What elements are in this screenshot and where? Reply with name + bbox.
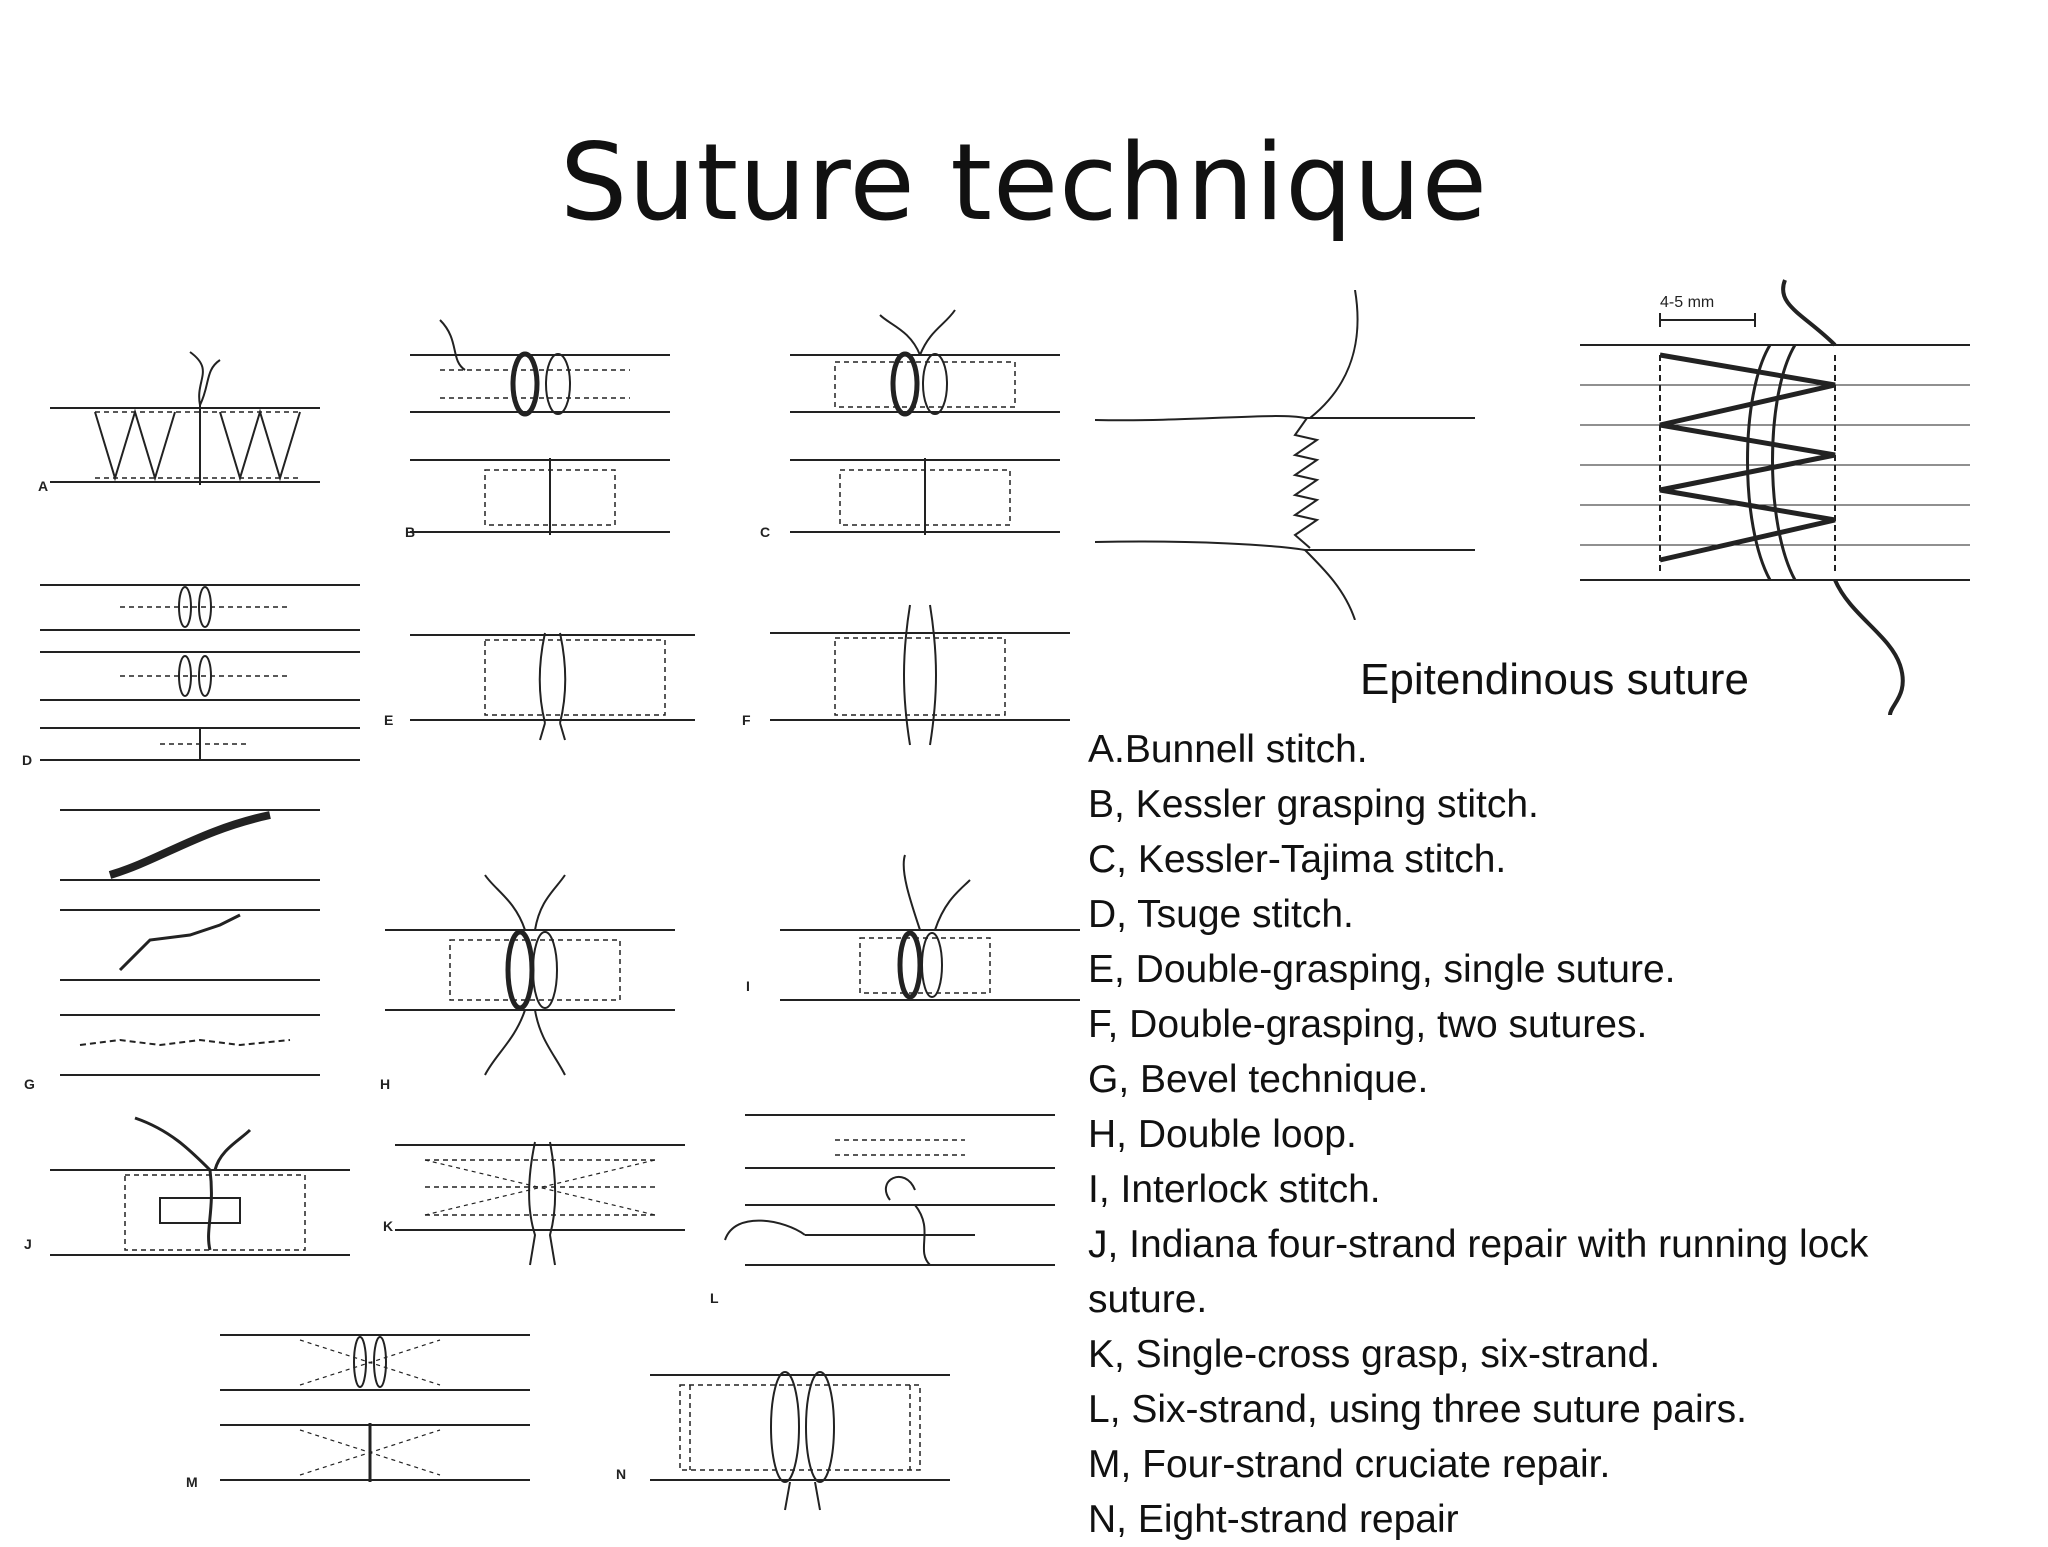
figure-label-i: I xyxy=(746,978,750,994)
legend-item: C, Kessler-Tajima stitch. xyxy=(1088,838,1507,881)
figure-i xyxy=(770,850,1090,1030)
figure-d xyxy=(30,560,370,770)
slide-title: Suture technique xyxy=(560,121,1488,244)
epitendinous-suture-drawing xyxy=(1095,290,1475,620)
figure-label-m: M xyxy=(186,1474,198,1490)
legend-item: F, Double-grasping, two sutures. xyxy=(1088,1003,1648,1046)
figure-f-drawing xyxy=(770,604,1070,746)
figure-h-drawing xyxy=(385,874,675,1076)
figure-a xyxy=(30,350,330,500)
legend-item: E, Double-grasping, single suture. xyxy=(1088,948,1676,991)
figure-label-c: C xyxy=(760,524,771,540)
figure-l xyxy=(715,1100,1065,1280)
figure-label-h: H xyxy=(380,1076,391,1092)
legend-item: M, Four-strand cruciate repair. xyxy=(1088,1443,1611,1486)
epitendinous-caption: Epitendinous suture xyxy=(1360,655,1749,704)
figure-c xyxy=(780,300,1070,550)
epitendinous-suture-detail: 4-5 mm xyxy=(1560,275,1980,715)
figure-m xyxy=(210,1320,540,1490)
legend-item: A.Bunnell stitch. xyxy=(1088,728,1368,771)
legend-item: G, Bevel technique. xyxy=(1088,1058,1429,1101)
figure-label-a: A xyxy=(38,478,49,494)
legend-item: I, Interlock stitch. xyxy=(1088,1168,1381,1211)
figure-label-j: J xyxy=(24,1236,32,1252)
figure-a-drawing xyxy=(50,351,320,485)
figure-c-drawing xyxy=(790,309,1060,535)
figure-b-drawing xyxy=(410,319,670,535)
figure-e xyxy=(400,605,700,745)
figure-label-g: G xyxy=(24,1076,35,1092)
figure-h xyxy=(375,870,685,1080)
legend-item: H, Double loop. xyxy=(1088,1113,1357,1156)
figure-label-f: F xyxy=(742,712,751,728)
legend-item: K, Single-cross grasp, six-strand. xyxy=(1088,1333,1661,1376)
figure-label-b: B xyxy=(405,524,416,540)
measure-label: 4-5 mm xyxy=(1660,294,1714,311)
figure-label-e: E xyxy=(384,712,394,728)
epitendinous-suture-detail-drawing: 4-5 mm xyxy=(1580,279,1970,715)
figure-n xyxy=(640,1350,960,1520)
legend-item: B, Kessler grasping stitch. xyxy=(1088,783,1539,826)
figure-j xyxy=(40,1110,360,1270)
figure-g xyxy=(40,790,330,1090)
figure-i-drawing xyxy=(780,854,1080,1001)
figure-g-drawing xyxy=(60,809,320,1076)
figure-d-drawing xyxy=(40,584,360,761)
epitendinous-suture-figure xyxy=(1095,290,1495,620)
figure-e-drawing xyxy=(410,632,695,741)
legend-item: D, Tsuge stitch. xyxy=(1088,893,1354,936)
figure-n-drawing xyxy=(650,1371,950,1511)
legend-item: L, Six-strand, using three suture pairs. xyxy=(1088,1388,1747,1431)
legend-item: J, Indiana four-strand repair with runni… xyxy=(1088,1223,1880,1321)
legend-item: N, Eight-strand repair xyxy=(1088,1498,1459,1541)
figure-f xyxy=(760,595,1080,755)
figure-k xyxy=(385,1130,695,1270)
figure-label-k: K xyxy=(383,1218,394,1234)
figure-k-drawing xyxy=(395,1141,685,1266)
figure-label-n: N xyxy=(616,1466,627,1482)
figure-l-drawing xyxy=(724,1114,1055,1266)
figure-label-l: L xyxy=(710,1290,719,1306)
technique-legend: A.Bunnell stitch. B, Kessler grasping st… xyxy=(1088,722,1968,1547)
figure-j-drawing xyxy=(50,1116,350,1256)
figure-b xyxy=(400,300,680,550)
figure-m-drawing xyxy=(220,1334,530,1482)
figure-label-d: D xyxy=(22,752,33,768)
